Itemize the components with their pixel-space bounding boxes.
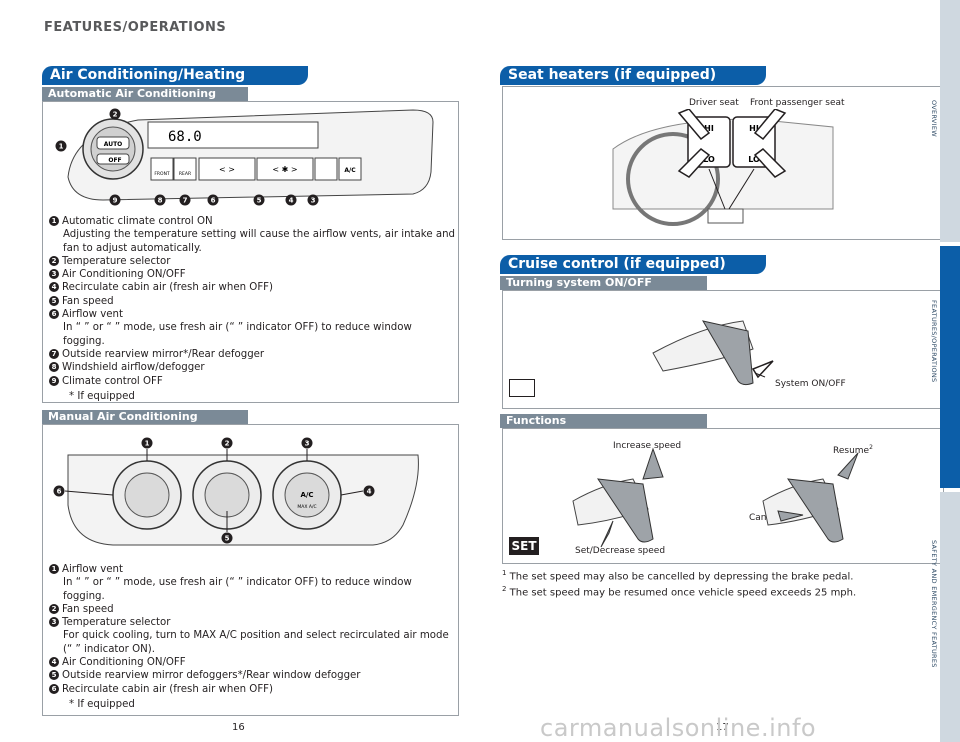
turning-system-subtitle: Turning system ON/OFF bbox=[500, 276, 707, 290]
seat-heaters-panel: Driver seat Front passenger seat HI LO H… bbox=[502, 86, 944, 240]
passenger-seat-label: Front passenger seat bbox=[750, 98, 845, 108]
list-item: fogging. bbox=[63, 590, 105, 602]
functions-diagram bbox=[572, 447, 859, 548]
driver-seat-label: Driver seat bbox=[689, 98, 739, 108]
off-button-label: OFF bbox=[108, 157, 121, 164]
max-ac-label: MAX A/C bbox=[297, 504, 316, 510]
auto-footnote: * If equipped bbox=[69, 390, 135, 402]
set-decrease-label: Set/Decrease speed bbox=[575, 546, 666, 556]
callout-1: 1 bbox=[59, 143, 64, 151]
fan-arrows-label: < ✱ > bbox=[272, 165, 297, 174]
callout-8: 8 bbox=[158, 197, 163, 205]
driver-lo-label: LO bbox=[703, 155, 715, 164]
manual-ac-button-label: A/C bbox=[300, 491, 313, 499]
ac-heating-title: Air Conditioning/Heating bbox=[42, 66, 308, 85]
functions-subtitle: Functions bbox=[500, 414, 707, 428]
manual-callout-3: 3 bbox=[305, 440, 310, 448]
page-number-left: 16 bbox=[232, 722, 245, 733]
tab-safety-emergency[interactable] bbox=[940, 492, 960, 742]
ac-button-label: A/C bbox=[344, 167, 356, 174]
manual-ac-diagram: A/C MAX A/C 1 2 3 4 5 6 bbox=[53, 437, 419, 546]
increase-speed-label: Increase speed bbox=[613, 441, 682, 451]
front-defog-label: FRONT bbox=[154, 171, 170, 177]
watermark: carmanualsonline.info bbox=[540, 714, 817, 742]
callout-5: 5 bbox=[257, 197, 262, 205]
tab-safety-label: SAFETY AND EMERGENCY FEATURES bbox=[930, 540, 938, 668]
auto-button-label: AUTO bbox=[104, 141, 123, 148]
list-item: In “ ” or “ ” mode, use fresh air (“ ” i… bbox=[63, 577, 412, 589]
passenger-lo-label: LO bbox=[748, 155, 760, 164]
auto-ac-diagram: AUTO OFF 68.0 FRONT REAR A/C < > < ✱ > 1… bbox=[55, 108, 434, 206]
list-item: fan to adjust automatically. bbox=[63, 242, 202, 254]
callout-4: 4 bbox=[289, 197, 294, 205]
manual-footnote: * If equipped bbox=[69, 698, 135, 710]
seat-heater-diagram: HI LO HI LO bbox=[612, 109, 834, 226]
seat-heaters-title: Seat heaters (if equipped) bbox=[500, 66, 766, 85]
manual-callout-5: 5 bbox=[225, 535, 230, 543]
list-item: In “ ” or “ ” mode, use fresh air (“ ” i… bbox=[63, 322, 412, 334]
manual-ac-subtitle: Manual Air Conditioning bbox=[42, 410, 248, 424]
cruise-main-icon bbox=[509, 379, 535, 397]
list-item: fogging. bbox=[63, 335, 105, 347]
cruise-footnotes: 1 The set speed may also be cancelled by… bbox=[502, 567, 856, 600]
footnote-1: 1 The set speed may also be cancelled by… bbox=[502, 569, 854, 583]
passenger-hi-label: HI bbox=[749, 124, 759, 133]
rear-defog-label: REAR bbox=[179, 171, 191, 177]
page-header: FEATURES/OPERATIONS bbox=[44, 20, 227, 35]
cruise-stalk-diagram bbox=[652, 320, 774, 386]
list-item: (“ ” indicator ON). bbox=[63, 643, 155, 655]
tab-features-operations[interactable] bbox=[940, 246, 960, 488]
manual-callout-6: 6 bbox=[57, 488, 62, 496]
callout-7: 7 bbox=[183, 197, 188, 205]
tab-features-label: FEATURES/OPERATIONS bbox=[930, 300, 938, 383]
page-number-right: 17 bbox=[716, 722, 729, 733]
manual-callout-2: 2 bbox=[225, 440, 230, 448]
system-onoff-label: System ON/OFF bbox=[775, 379, 846, 389]
resume-label: Resume2 bbox=[833, 444, 873, 456]
callout-6: 6 bbox=[211, 197, 216, 205]
cruise-control-title: Cruise control (if equipped) bbox=[500, 255, 766, 274]
callout-9: 9 bbox=[113, 197, 118, 205]
turning-system-panel: System ON/OFF bbox=[502, 290, 944, 409]
footnote-2: 2 The set speed may be resumed once vehi… bbox=[502, 585, 857, 599]
set-icon: SET bbox=[509, 537, 539, 555]
list-item: Adjusting the temperature setting will c… bbox=[63, 229, 456, 241]
auto-ac-subtitle: Automatic Air Conditioning bbox=[42, 87, 248, 101]
manual-callout-4: 4 bbox=[367, 488, 372, 496]
list-item: For quick cooling, turn to MAX A/C posit… bbox=[63, 630, 449, 642]
callout-3: 3 bbox=[311, 197, 316, 205]
tab-overview-label: OVERVIEW bbox=[930, 100, 938, 138]
driver-hi-label: HI bbox=[704, 124, 714, 133]
callout-2: 2 bbox=[113, 111, 118, 119]
tab-overview[interactable] bbox=[940, 0, 960, 242]
auto-ac-panel: AUTO OFF 68.0 FRONT REAR A/C < > < ✱ > 1… bbox=[42, 101, 459, 403]
display-temp: 68.0 bbox=[168, 129, 202, 145]
functions-panel: Increase speed Resume2 Cancel1 Set/Decre… bbox=[502, 428, 944, 564]
vent-arrows-label: < > bbox=[219, 165, 235, 174]
manual-callout-1: 1 bbox=[145, 440, 150, 448]
